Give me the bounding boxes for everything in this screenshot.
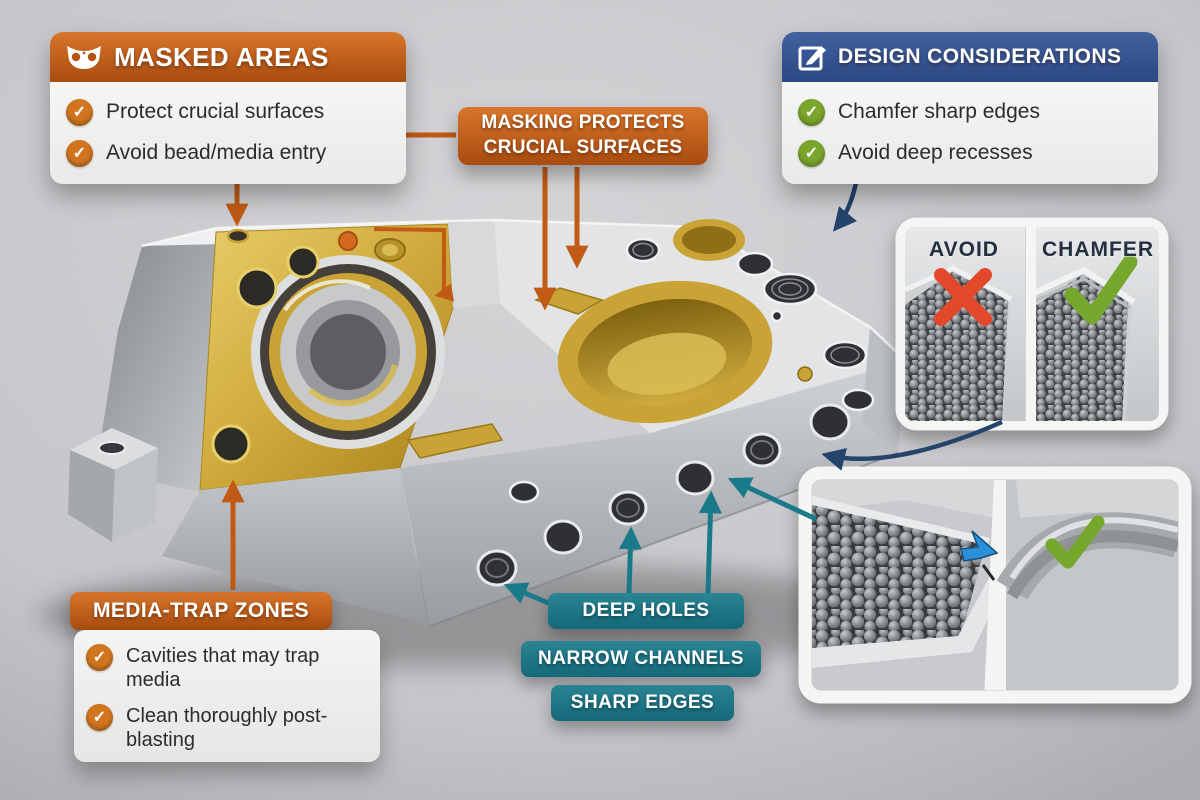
list-item-label: Avoid bead/media entry [106,141,327,164]
check-icon: ✓ [86,644,113,671]
bead-channel-inset [798,466,1192,704]
gold-round-pocket [673,219,745,261]
chamfer-title: CHAMFER [1042,238,1154,261]
check-icon: ✓ [86,704,113,731]
masked-face-holes [211,231,406,464]
list-item: ✓ Cavities that may trap media [84,638,370,698]
machined-part [68,218,907,627]
orange-plug [338,231,358,251]
check-icon: ✓ [798,140,825,167]
media-trap-header: MEDIA-TRAP ZONES [70,592,332,630]
list-item: ✓ Protect crucial surfaces [64,92,392,133]
masked-areas-title: MASKED AREAS [114,41,329,72]
list-item-label: Avoid deep recesses [838,141,1033,164]
design-considerations-title: DESIGN CONSIDERATIONS [838,45,1122,68]
narrow-channels-label: NARROW CHANNELS [521,641,761,677]
list-item-label: Cavities that may trap media [126,645,320,691]
avoid-chamfer-inset [895,217,1169,431]
narrow-channels-text: NARROW CHANNELS [538,648,744,669]
teal-connectors [503,477,818,610]
design-considerations-body: ✓ Chamfer sharp edges ✓ Avoid deep reces… [782,82,1158,184]
red-x-icon [934,268,992,326]
list-item: ✓ Avoid bead/media entry [64,133,392,174]
check-icon: ✓ [66,99,93,126]
green-check-icon [1064,254,1138,325]
sharp-edges-text: SHARP EDGES [570,692,715,713]
blue-arrow-icon [960,530,999,562]
list-item: ✓ Clean thoroughly post-blasting [84,698,370,758]
masked-areas-header: MASKED AREAS [50,32,406,82]
media-trap-title: MEDIA-TRAP ZONES [92,599,310,622]
masked-areas-body: ✓ Protect crucial surfaces ✓ Avoid bead/… [50,82,406,184]
design-considerations-callout: DESIGN CONSIDERATIONS ✓ Chamfer sharp ed… [782,32,1158,184]
list-item: ✓ Chamfer sharp edges [796,92,1144,133]
sharp-edges-label: SHARP EDGES [551,685,734,721]
orange-connectors [221,132,589,590]
list-item-label: Protect crucial surfaces [106,100,325,123]
masking-label-line1: MASKING PROTECTS [481,112,685,134]
green-check-icon [1045,515,1105,569]
avoid-title: AVOID [929,238,999,261]
blast-mask-icon [67,46,101,69]
check-icon: ✓ [66,140,93,167]
gold-oval-pocket [557,280,773,424]
pencil-square-icon [798,46,826,71]
navy-arrows [821,182,1003,471]
list-item: ✓ Avoid deep recesses [796,133,1144,174]
main-bore [251,255,445,449]
masking-label-line2: CRUCIAL SURFACES [483,137,683,158]
list-item-label: Chamfer sharp edges [838,100,1040,123]
design-considerations-header: DESIGN CONSIDERATIONS [782,32,1158,82]
list-item-label: Clean thoroughly post-blasting [126,705,328,751]
check-icon: ✓ [798,99,825,126]
media-trap-body: ✓ Cavities that may trap media ✓ Clean t… [74,630,380,762]
masked-areas-callout: MASKED AREAS ✓ Protect crucial surfaces … [50,32,406,184]
masking-protects-label: MASKING PROTECTS CRUCIAL SURFACES [458,107,708,165]
deep-holes-text: DEEP HOLES [582,600,710,621]
deep-hole-row [476,403,851,587]
deep-holes-label: DEEP HOLES [548,593,744,629]
